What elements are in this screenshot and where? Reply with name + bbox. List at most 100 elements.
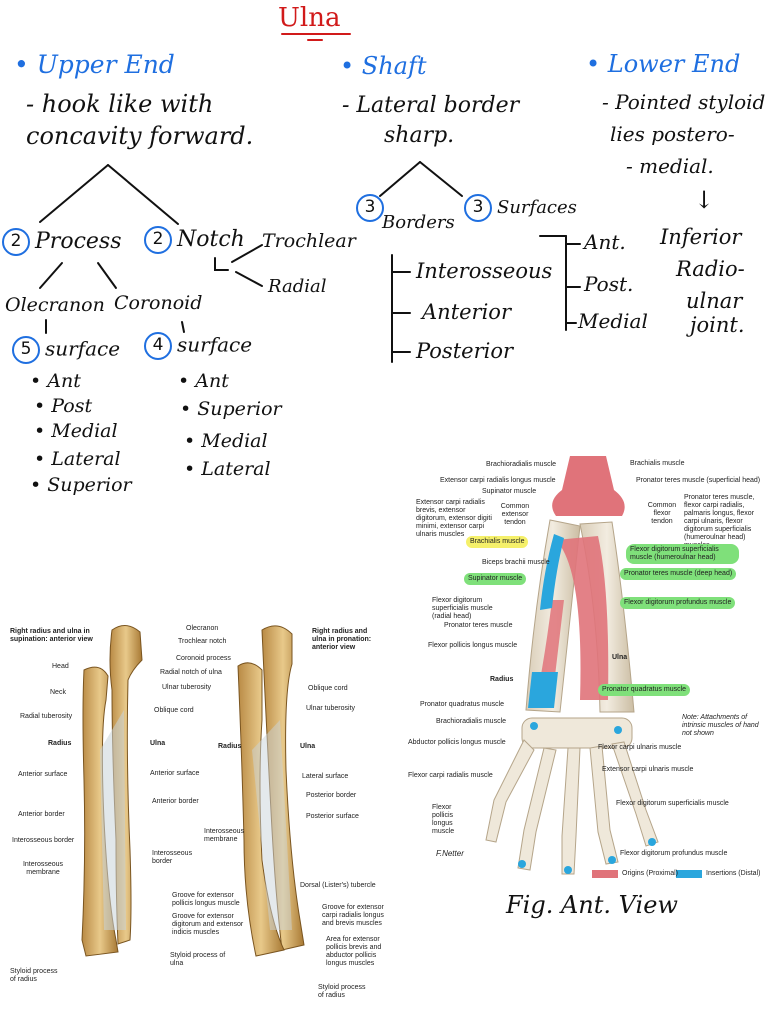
bone-label: Neck	[50, 689, 66, 696]
bone-label: Styloid process of radius	[10, 968, 58, 983]
muscle-label: Brachialis muscle	[630, 460, 685, 467]
lower-end-heading: • Lower End	[586, 50, 741, 78]
coronoid-label: Coronoid	[114, 292, 203, 314]
bone-title-left: Right radius and ulna in supination: ant…	[10, 628, 93, 643]
bone-label: Olecranon	[186, 625, 219, 632]
bone-label: Ulnar tuberosity	[306, 705, 356, 712]
joint-line-2: Radio-	[676, 257, 745, 281]
muscle-figure: Brachioradialis muscle Extensor carpi ra…	[384, 450, 768, 890]
muscle-label: Flexor carpi ulnaris muscle	[598, 744, 682, 751]
bone-label: Trochlear notch	[178, 638, 227, 645]
joint-line-4: joint.	[690, 313, 745, 337]
upper-end-desc-1: - hook like with	[26, 90, 214, 118]
bone-label: Ulna	[150, 740, 166, 747]
list-item: Anterior	[422, 300, 511, 324]
olecranon-label: Olecranon	[5, 294, 105, 316]
legend-insertions: Insertions (Distal)	[706, 870, 761, 877]
pronator-deep-tag: Pronator teres muscle (deep head)	[620, 568, 737, 580]
surfaces-count-badge: 3	[464, 194, 492, 222]
muscle-label: Pronator teres muscle (superficial head)	[636, 477, 761, 484]
bone-label: Radial notch of ulna	[160, 669, 222, 676]
bone-label: Posterior surface	[306, 813, 359, 820]
bone-label: Radius	[218, 743, 242, 750]
joint-line-1: Inferior	[660, 225, 742, 249]
list-item: • Ant	[30, 370, 81, 392]
muscle-label: Flexor digitorum superficialis muscle (r…	[432, 597, 493, 620]
bone-label: Interosseous membrane	[22, 861, 64, 876]
muscle-illustration	[485, 456, 702, 878]
bone-label: Anterior surface	[150, 770, 200, 777]
muscle-label: Pronator teres muscle, flexor carpi radi…	[684, 494, 755, 549]
list-item: Medial	[578, 309, 648, 333]
bone-label: Radius	[48, 740, 72, 747]
bone-label: Groove for extensor carpi radialis longu…	[322, 904, 384, 927]
lower-end-desc-2: lies postero-	[610, 122, 735, 146]
bone-label: Area for extensor pollicis brevis and ab…	[326, 936, 382, 967]
bone-figure: Right radius and ulna in supination: ant…	[0, 600, 384, 1024]
surfaces-label: Surfaces	[497, 197, 577, 218]
muscle-label: Brachioradialis muscle	[436, 718, 507, 725]
list-item: • Post	[34, 395, 93, 417]
muscle-label: Ulna	[612, 654, 628, 661]
list-item: • Medial	[34, 420, 118, 442]
down-arrow-icon: ↓	[694, 186, 715, 214]
muscle-label: Brachioradialis muscle	[486, 461, 557, 468]
bone-label: Dorsal (Lister's) tubercle	[300, 882, 376, 889]
bone-label: Styloid process of ulna	[170, 952, 226, 967]
fds-tag: Flexor digitorum superficialis muscle (h…	[626, 544, 739, 564]
muscle-label: Extensor carpi radialis longus muscle	[440, 477, 556, 484]
legend-origins: Origins (Proximal)	[622, 870, 679, 877]
bone-label: Oblique cord	[308, 685, 348, 692]
muscle-label: Abductor pollicis longus muscle	[408, 739, 506, 746]
shaft-desc-2: sharp.	[384, 123, 455, 148]
shaft-desc-1: - Lateral border	[342, 93, 520, 118]
muscle-label: Flexor digitorum superficialis muscle	[616, 800, 729, 807]
bone-label: Posterior border	[306, 792, 357, 799]
notch-count-badge: 2	[144, 226, 172, 254]
coronoid-surface-label: surface	[177, 332, 253, 357]
bone-label: Interosseous border	[12, 837, 75, 844]
lower-end-desc-3: - medial.	[626, 154, 714, 178]
insertions-swatch	[676, 870, 702, 878]
muscle-label: Flexor pollicis longus muscle	[428, 642, 518, 649]
borders-count-badge: 3	[356, 194, 384, 222]
bone-label: Anterior surface	[18, 771, 68, 778]
muscle-label: Note: Attachments of intrinsic muscles o…	[682, 714, 759, 737]
fdp-tag: Flexor digitorum profundus muscle	[620, 597, 736, 609]
list-item: Interosseous	[416, 259, 553, 283]
bone-label: Ulnar tuberosity	[162, 684, 212, 691]
upper-end-heading: • Upper End	[14, 50, 175, 79]
list-item: • Superior	[30, 474, 132, 496]
list-item: Post.	[584, 272, 634, 296]
muscle-label: Common extensor tendon	[500, 503, 530, 526]
borders-label: Borders	[382, 212, 455, 233]
list-item: • Lateral	[34, 448, 121, 470]
borders-node: 3	[356, 194, 389, 222]
bone-label: Oblique cord	[154, 707, 194, 714]
supinator-tag: Supinator muscle	[464, 573, 527, 585]
process-count-badge: 2	[2, 228, 30, 256]
list-item: Posterior	[416, 339, 514, 363]
muscle-label: Flexor carpi radialis muscle	[408, 772, 493, 779]
list-item: • Medial	[184, 430, 268, 452]
bone-label: Groove for extensor pollicis longus musc…	[172, 892, 240, 907]
muscle-label: Flexor digitorum profundus muscle	[620, 850, 728, 857]
artist-signature: F.Netter	[436, 849, 464, 858]
joint-line-3: ulnar	[686, 289, 743, 313]
muscle-label: Supinator muscle	[482, 488, 537, 495]
bone-label: Anterior border	[18, 811, 65, 818]
bone-label: Anterior border	[152, 798, 199, 805]
bone-label: Groove for extensor digitorum and extens…	[172, 913, 244, 936]
bone-label: Coronoid process	[176, 655, 231, 662]
muscle-label: Pronator quadratus muscle	[420, 701, 505, 708]
muscle-label: Pronator teres muscle	[444, 622, 513, 629]
muscle-label: Biceps brachii muscle	[482, 559, 550, 566]
bone-label: Head	[52, 663, 69, 670]
olecranon-surface-count-badge: 5	[12, 336, 40, 364]
list-item: • Superior	[180, 398, 282, 420]
muscle-label: Radius	[490, 676, 514, 683]
upper-end-desc-2: concavity forward.	[26, 122, 254, 150]
